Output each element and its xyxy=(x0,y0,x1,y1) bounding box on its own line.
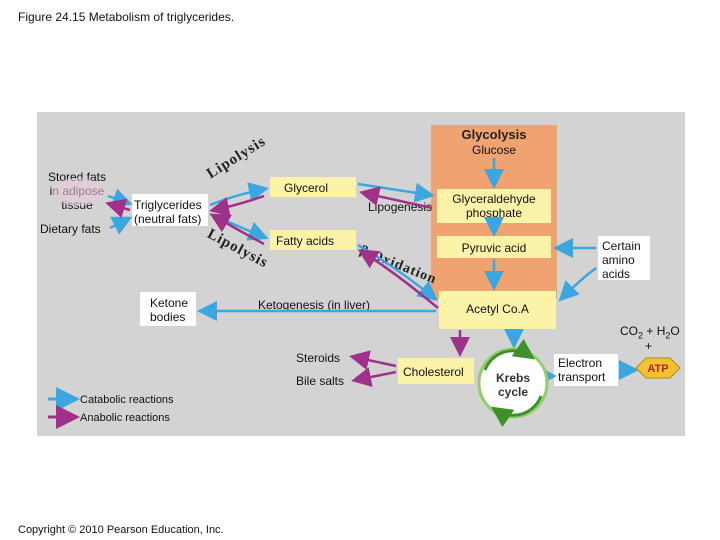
cholesterol-box xyxy=(398,358,474,384)
arrow-trig-to-stored xyxy=(105,198,131,218)
glucose-label: Glucose xyxy=(471,143,517,157)
electron-transport-label: Electron transport xyxy=(558,356,606,384)
krebs-arrow-top xyxy=(483,338,535,371)
arrow-amino-to-acetyl xyxy=(558,267,597,302)
amino-acids-label: Certain amino acids xyxy=(602,239,641,281)
triglycerides-box xyxy=(132,194,208,226)
co2-h2o-label: CO2 + H2O xyxy=(620,324,680,341)
dietary-fats-label: Dietary fats xyxy=(40,222,101,236)
glycolysis-title: Glycolysis xyxy=(461,127,527,142)
acetyl-coa-label: Acetyl Co.A xyxy=(466,302,529,316)
legend-anabolic-label: Anabolic reactions xyxy=(80,412,170,424)
cholesterol-label: Cholesterol xyxy=(403,365,464,379)
arrow-glycerol-to-trig xyxy=(209,194,265,217)
ketone-bodies-box xyxy=(140,292,196,326)
bile-salts-label: Bile salts xyxy=(296,374,345,388)
krebs-label-1: Krebs xyxy=(496,371,530,385)
ketogenesis-label: Ketogenesis (in liver) xyxy=(258,298,371,312)
krebs-arrow-bottom xyxy=(491,395,543,428)
atp-label: ATP xyxy=(647,363,668,375)
arrow-glycerol-to-gap xyxy=(357,182,435,203)
arrow-fatty-acids-to-trig xyxy=(209,213,265,246)
triglycerides-label: Triglycerides (neutral fats) xyxy=(134,198,202,226)
co2-h2o-plus: + xyxy=(645,339,653,353)
acetyl-coa-box xyxy=(439,291,556,329)
arrow-fatty-to-acetyl xyxy=(357,243,438,302)
pyruvic-acid-label: Pyruvic acid xyxy=(461,241,527,255)
electron-transport-box xyxy=(554,354,618,386)
krebs-label-2: cycle xyxy=(498,385,528,399)
stored-fats-highlight xyxy=(52,178,104,206)
pyruvic-acid-box xyxy=(437,236,551,258)
arrow-acetyl-to-fatty xyxy=(357,249,439,309)
atp-badge xyxy=(635,357,681,379)
glycerol-box xyxy=(270,177,356,197)
arrow-dietary-to-trig xyxy=(109,216,133,235)
fatty-acids-label: Fatty acids xyxy=(276,234,335,248)
ketone-bodies-label: Ketone bodies xyxy=(150,296,189,324)
arrow-stored-to-trig xyxy=(107,188,133,208)
arrow-trig-to-glycerol xyxy=(209,182,269,207)
arrow-gap-to-glycerol xyxy=(359,186,433,210)
legend-catabolic-label: Catabolic reactions xyxy=(80,394,174,406)
glycerol-label: Glycerol xyxy=(284,181,329,195)
steroids-label: Steroids xyxy=(296,351,341,365)
copyright-label: Copyright © 2010 Pearson Education, Inc. xyxy=(18,524,224,536)
arrow-chol-to-bile xyxy=(351,367,397,387)
amino-acids-box xyxy=(598,236,650,280)
fatty-acids-box xyxy=(270,230,356,250)
arrow-chol-to-steroids xyxy=(349,350,397,370)
figure-title: Figure 24.15 Metabolism of triglycerides… xyxy=(18,10,235,24)
glyceraldehyde-label: Glyceraldehyde phosphate xyxy=(452,192,536,220)
